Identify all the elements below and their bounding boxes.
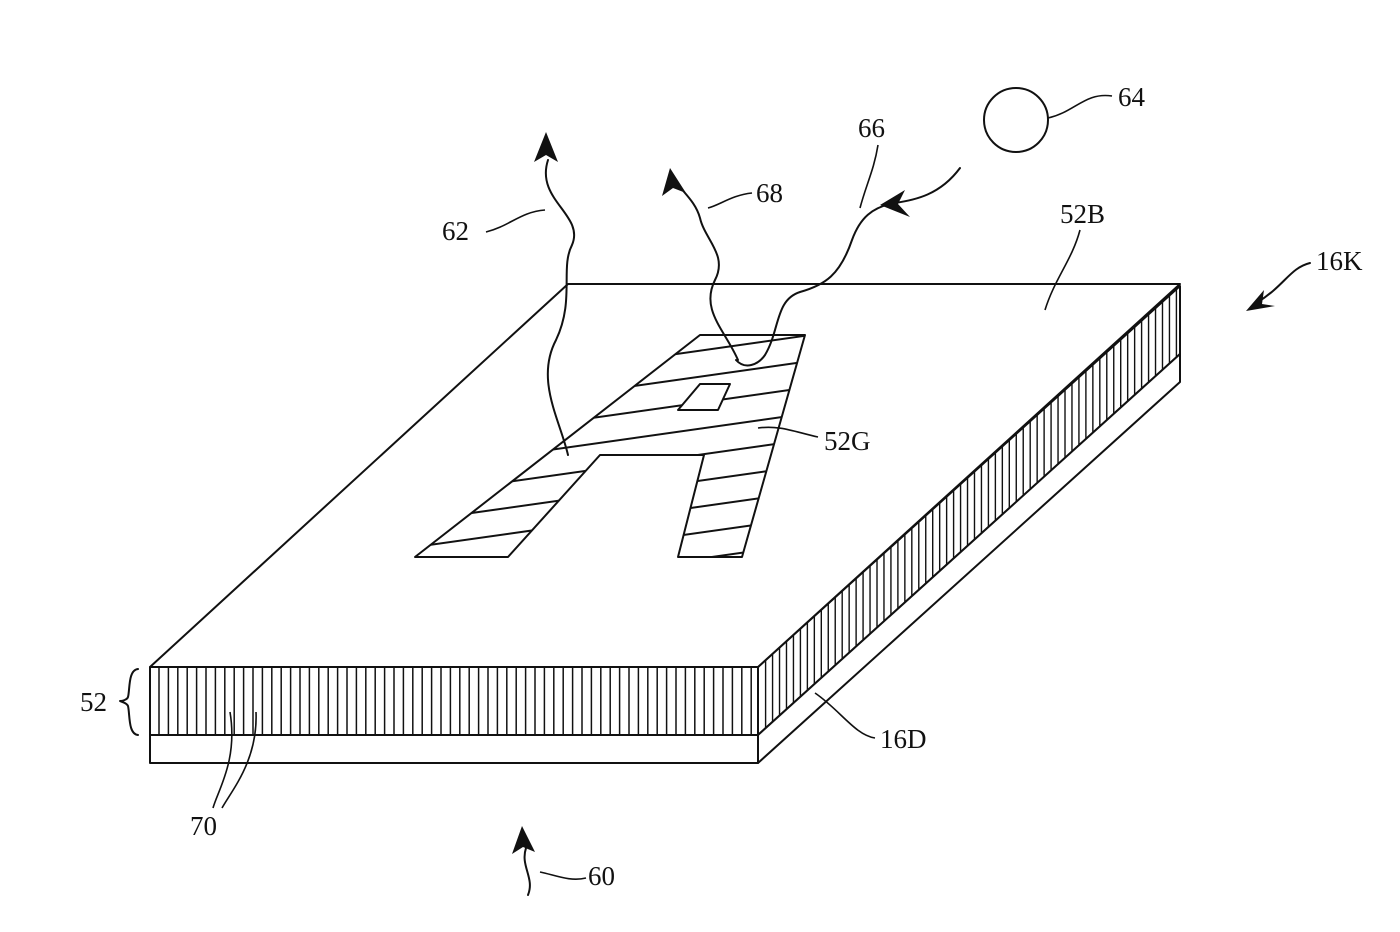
label-52b: 52B [1060,199,1105,229]
substrate-16d-front-face [149,734,759,764]
arrow-head-62-icon [534,132,558,162]
label-16k: 16K [1316,246,1363,276]
arrow-head-68-icon [662,168,686,196]
front-face-fiber-lines [158,668,752,734]
brace-52 [119,668,139,736]
arrow-head-66-icon [880,190,910,217]
light-source-64 [983,87,1049,153]
arrow-head-60-icon [512,826,535,854]
arrow-head-16k-icon [1246,290,1275,311]
label-62: 62 [442,216,469,246]
reference-arrow-16k [1246,262,1311,311]
leader-lines [212,94,1113,880]
light-path-62 [534,132,576,456]
label-68: 68 [756,178,783,208]
light-path-68 [662,168,739,361]
light-path-60 [512,826,535,896]
label-52: 52 [80,687,107,717]
label-64: 64 [1118,82,1146,112]
light-path-66 [735,167,961,367]
label-60: 60 [588,861,615,891]
label-52g: 52G [824,426,871,456]
side-face-fiber-lines [764,289,1178,729]
label-66: 66 [858,113,885,143]
top-surface-52b [149,283,1181,668]
label-70: 70 [190,811,217,841]
label-16d: 16D [880,724,927,754]
